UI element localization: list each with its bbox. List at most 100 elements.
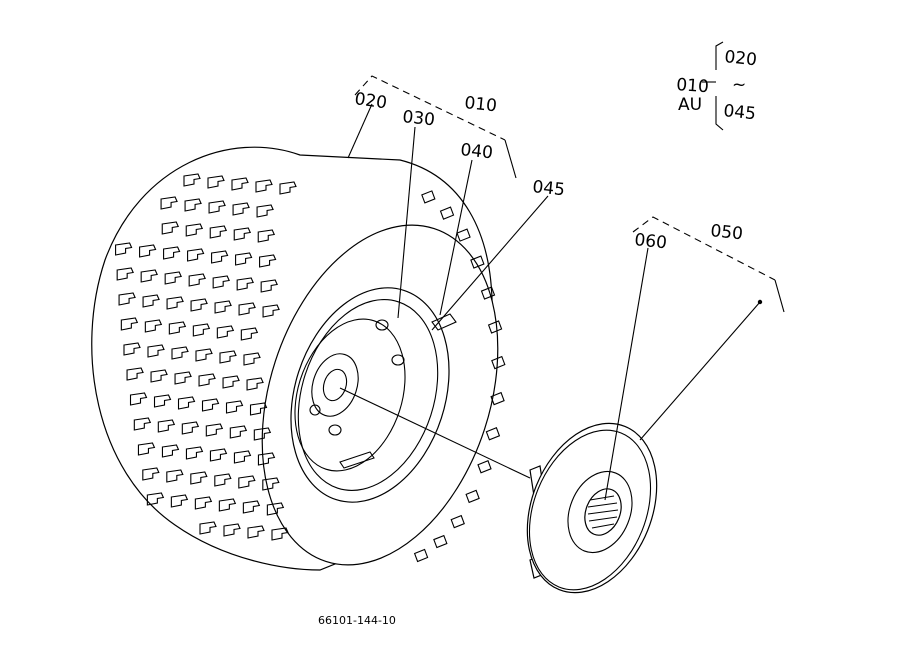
tread-block — [257, 452, 276, 466]
tread-block — [160, 196, 178, 210]
tread-block — [266, 502, 285, 516]
tread-block — [259, 254, 277, 268]
tread-block — [218, 498, 237, 512]
tread-block — [271, 527, 289, 541]
shoulder-lug — [491, 355, 506, 370]
callout-030: 030 — [401, 107, 435, 130]
tread-block — [257, 229, 276, 243]
tread-block — [233, 227, 252, 241]
tread-block — [229, 425, 248, 439]
tread-block — [168, 321, 187, 335]
tread-block — [201, 398, 220, 412]
shoulder-lug — [421, 190, 436, 204]
legend-middle: 010 — [676, 75, 710, 97]
tread-block — [260, 279, 278, 293]
tread-block — [185, 446, 204, 460]
tread-block — [144, 319, 163, 333]
tread-block — [161, 444, 180, 458]
tread-block — [256, 204, 274, 218]
tread-block — [146, 492, 165, 506]
tread-block — [233, 450, 252, 464]
tread-block — [216, 325, 235, 339]
tread-block — [166, 296, 184, 310]
tread-block — [235, 252, 253, 266]
tread-block — [129, 392, 148, 406]
tread-block — [120, 317, 139, 331]
legend-top: 020 — [723, 47, 757, 70]
bracket-010 — [354, 75, 517, 179]
shoulder-lug — [487, 320, 503, 334]
hub-cap — [526, 422, 658, 594]
tread-block — [236, 277, 254, 291]
tread-block — [209, 448, 228, 462]
legend-tilde: ~ — [732, 75, 746, 95]
tread-block — [262, 477, 280, 491]
callout-045: 045 — [531, 177, 565, 200]
tread-block — [249, 402, 268, 416]
callout-labels: 020 010 030 040 045 060 050 — [353, 89, 744, 253]
rim-hub — [311, 353, 359, 417]
tread-block — [187, 248, 205, 262]
leader-lines — [339, 103, 763, 501]
shoulder-lug — [439, 206, 455, 220]
assembly-legend: 020 010 ~ 045 AU — [676, 41, 758, 131]
tread-block — [232, 202, 250, 216]
tire-tread-pattern — [115, 173, 506, 563]
tread-block — [238, 475, 256, 489]
tread-block — [161, 221, 180, 235]
tread-block — [142, 294, 160, 308]
drawing-number: 66101-144-10 — [318, 614, 396, 627]
callout-040: 040 — [459, 140, 493, 163]
tread-block — [240, 327, 259, 341]
tread-block — [208, 200, 226, 214]
emblem-hatching — [587, 495, 619, 529]
tread-block — [181, 421, 200, 435]
tread-block — [192, 323, 211, 337]
tread-block — [140, 269, 158, 283]
tread-block — [147, 344, 165, 358]
shoulder-lug — [413, 548, 429, 563]
hub-cap-center — [567, 470, 633, 554]
shoulder-lug — [490, 391, 505, 406]
tread-block — [166, 469, 184, 483]
tread-block — [163, 246, 181, 260]
tread-block — [194, 496, 213, 510]
tread-block — [262, 304, 280, 318]
tread-block — [139, 244, 157, 258]
shoulder-lug — [433, 534, 448, 549]
tread-block — [174, 371, 192, 385]
tread-block — [185, 223, 204, 237]
tread-block — [209, 225, 228, 239]
tread-block — [255, 179, 273, 193]
tread-block — [253, 427, 272, 441]
hub-cap-rim — [528, 429, 652, 591]
tread-block — [150, 369, 168, 383]
tread-block — [214, 473, 232, 487]
rim-flange — [297, 299, 439, 491]
legend-bottom: 045 — [722, 101, 756, 124]
tread-block — [133, 417, 152, 431]
tread-block — [214, 300, 232, 314]
rim-outer — [290, 287, 450, 503]
tread-block — [195, 348, 213, 362]
tread-block — [222, 375, 240, 389]
tread-block — [184, 198, 202, 212]
shoulder-lug — [477, 460, 492, 474]
lug-hole — [391, 354, 405, 366]
rim-inner — [294, 318, 406, 472]
tread-block — [190, 471, 208, 485]
tread-block — [157, 419, 176, 433]
valve-stem-base — [339, 451, 375, 469]
rim-hub-bore — [322, 368, 348, 402]
legend-au: AU — [678, 95, 702, 115]
shoulder-lug — [450, 514, 465, 529]
tread-block — [243, 352, 261, 366]
shoulder-lug — [470, 255, 485, 269]
tread-block — [205, 423, 224, 437]
callout-020: 020 — [353, 89, 388, 113]
callout-060: 060 — [633, 230, 667, 253]
tread-block — [219, 350, 237, 364]
tread-block — [207, 175, 225, 189]
